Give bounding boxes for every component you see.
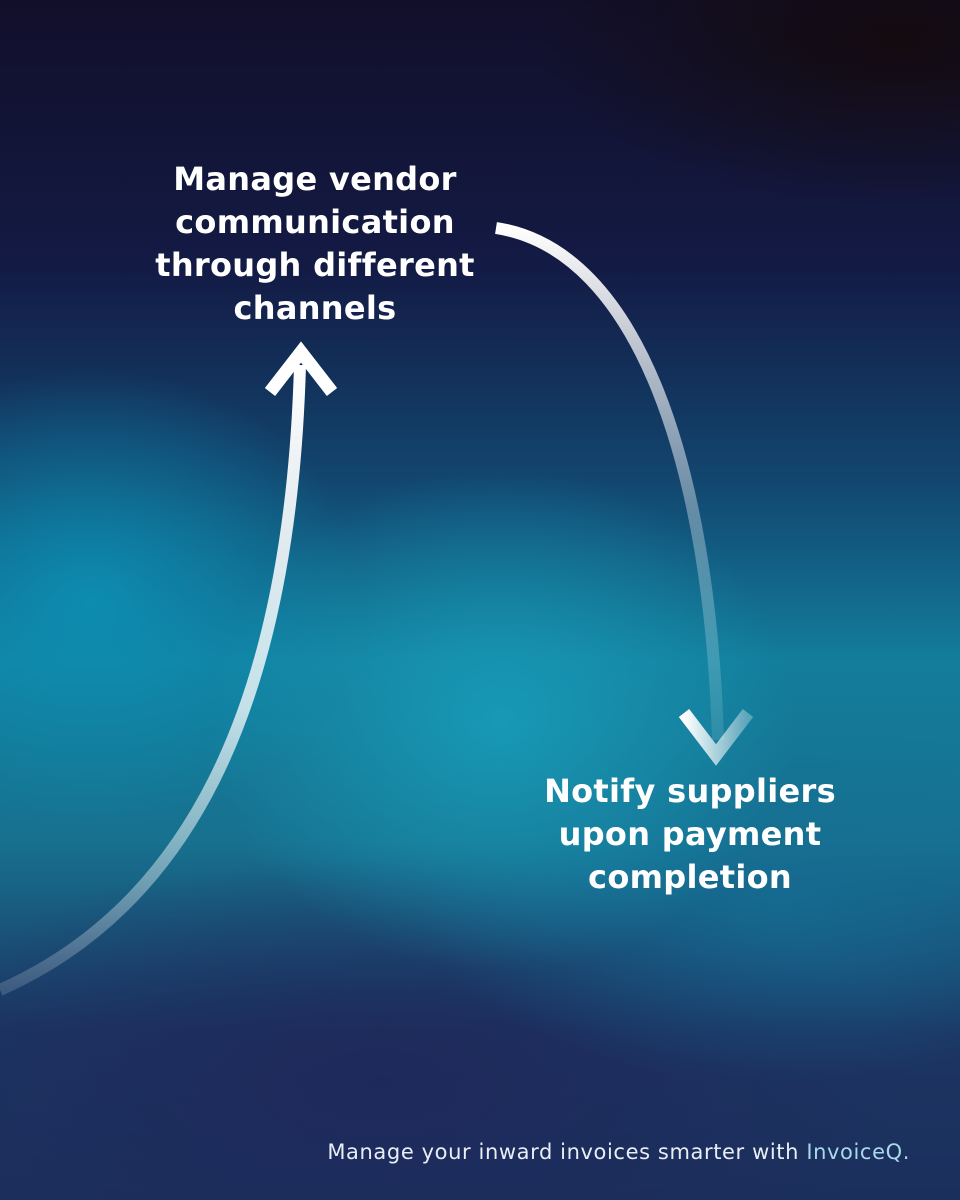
headline-line: channels bbox=[233, 289, 397, 327]
brand-name: InvoiceQ. bbox=[806, 1140, 910, 1164]
headline-line: completion bbox=[588, 858, 792, 896]
arrow-up-curved-icon bbox=[0, 341, 338, 996]
headline-vendor-communication: Manage vendor communication through diff… bbox=[140, 158, 490, 330]
footer-tagline: Manage your inward invoices smarter with… bbox=[327, 1140, 910, 1164]
headline-line: through different bbox=[155, 246, 475, 284]
headline-line: upon payment bbox=[558, 815, 822, 853]
headline-notify-suppliers: Notify suppliers upon payment completion bbox=[520, 770, 860, 899]
footer-text: Manage your inward invoices smarter with bbox=[327, 1140, 800, 1164]
headline-line: Notify suppliers bbox=[544, 772, 836, 810]
arrow-down-curved-icon bbox=[495, 222, 754, 766]
headline-line: communication bbox=[175, 203, 455, 241]
headline-line: Manage vendor bbox=[173, 160, 457, 198]
